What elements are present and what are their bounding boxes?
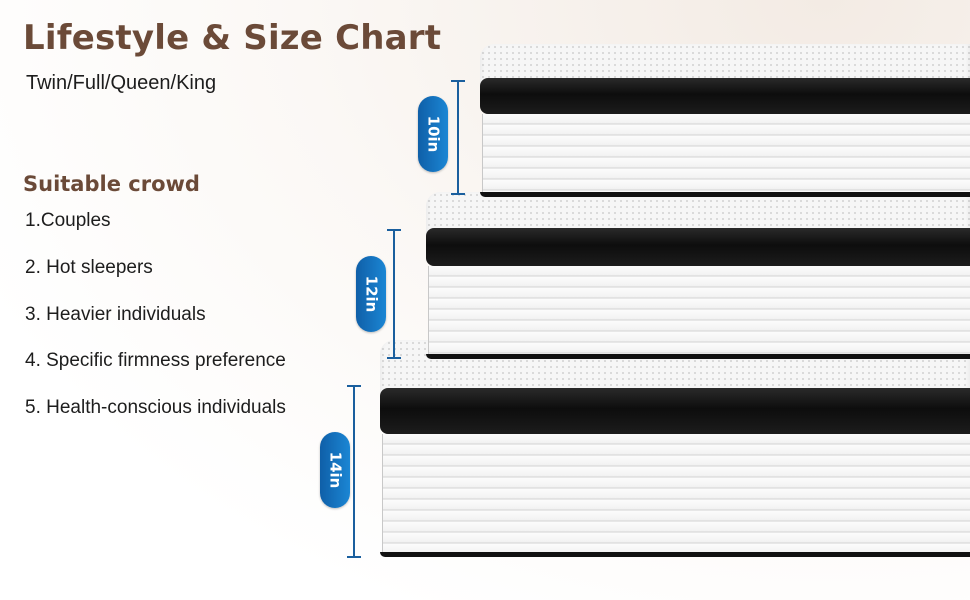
size-label-12in: 12in xyxy=(362,275,381,313)
size-label-10in: 10in xyxy=(424,115,443,153)
size-subtitle: Twin/Full/Queen/King xyxy=(26,72,217,94)
crowd-item-couples: 1.Couples xyxy=(25,210,111,231)
dim-line-10in xyxy=(450,80,466,195)
size-label-14in: 14in xyxy=(326,451,345,489)
crowd-item-health: 5. Health-conscious individuals xyxy=(25,397,286,418)
mattress-12in xyxy=(426,192,970,362)
size-badge-12in: 12in xyxy=(356,256,386,332)
crowd-heading: Suitable crowd xyxy=(23,172,200,196)
size-badge-14in: 14in xyxy=(320,432,350,508)
crowd-item-firmness: 4. Specific firmness preference xyxy=(25,350,286,371)
page-title: Lifestyle & Size Chart xyxy=(23,18,442,58)
crowd-item-hot-sleepers: 2. Hot sleepers xyxy=(25,257,153,278)
mattress-14in xyxy=(380,340,970,558)
mattress-10in xyxy=(480,44,970,200)
dim-line-14in xyxy=(346,385,362,558)
size-badge-10in: 10in xyxy=(418,96,448,172)
dim-line-12in xyxy=(386,229,402,359)
crowd-item-heavier: 3. Heavier individuals xyxy=(25,304,206,325)
